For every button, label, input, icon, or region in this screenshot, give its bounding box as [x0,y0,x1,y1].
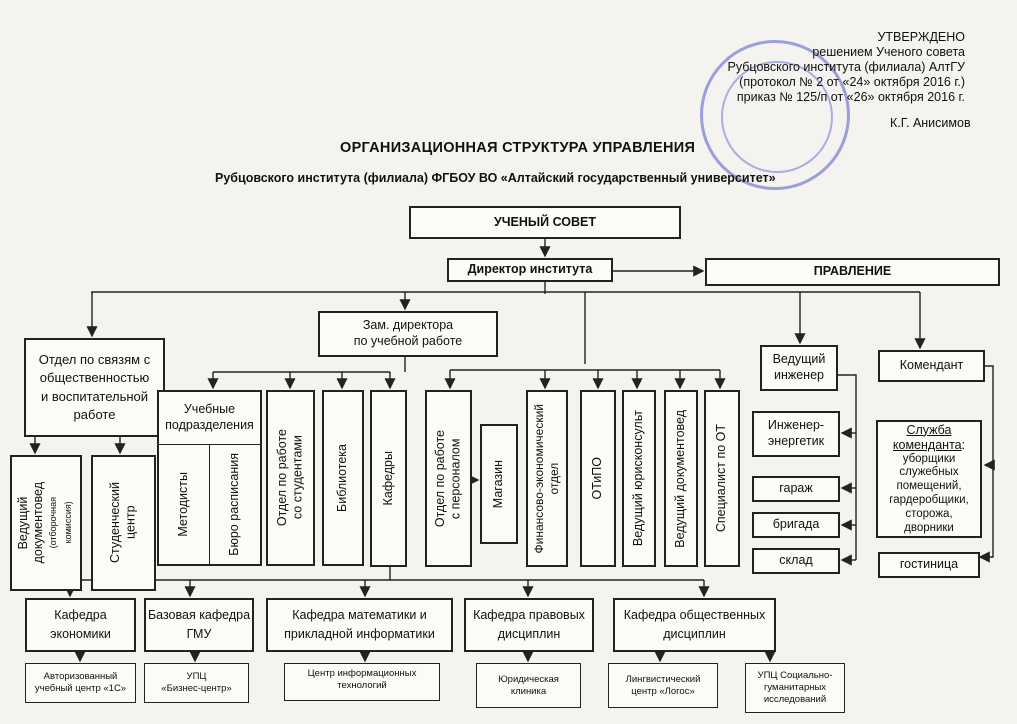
node-library[interactable]: Библиотека [322,390,364,566]
node-departments[interactable]: Кафедры [370,390,407,567]
approval-line: Рубцовского института (филиала) АлтГУ [727,60,965,74]
node-center-humanities[interactable]: УПЦ Социально- гуманитарных исследований [745,663,845,713]
node-center-legal-clinic[interactable]: Юридическая клиника [476,663,581,708]
node-power-engineer[interactable]: Инженер- энергетик [752,411,840,457]
node-garage[interactable]: гараж [752,476,840,502]
node-schedule-bureau[interactable]: Бюро расписания [227,453,242,556]
node-center-logos[interactable]: Лингвистический центр «Логос» [608,663,718,708]
node-council[interactable]: УЧЕНЫЙ СОВЕТ [409,206,681,239]
node-center-business[interactable]: УПЦ «Бизнес-центр» [144,663,249,703]
node-director[interactable]: Директор института [447,258,613,282]
node-center-it[interactable]: Центр информационных технологий [284,663,440,701]
node-pr-department[interactable]: Отдел по связям с общественностью и восп… [24,338,165,437]
node-commandant-service[interactable]: Служба коменданта: уборщики служебных по… [876,420,982,538]
node-methodists[interactable]: Методисты [159,445,210,564]
node-brigade[interactable]: бригада [752,512,840,538]
signature-name: К.Г. Анисимов [890,116,971,130]
node-warehouse[interactable]: склад [752,548,840,574]
node-chair-gmu[interactable]: Базовая кафедра ГМУ [144,598,254,652]
node-safety-specialist[interactable]: Специалист по ОТ [704,390,740,567]
approval-line: УТВЕРЖДЕНО [877,30,965,44]
approval-line: решением Ученого совета [812,45,965,59]
node-lead-engineer[interactable]: Ведущий инженер [760,345,838,391]
node-chair-social[interactable]: Кафедра общественных дисциплин [613,598,776,652]
node-center-1c[interactable]: Авторизованный учебный центр «1С» [25,663,136,703]
node-chair-law[interactable]: Кафедра правовых дисциплин [464,598,594,652]
node-lead-lawyer[interactable]: Ведущий юрисконсульт [622,390,656,567]
node-lead-documentologist[interactable]: Ведущий документовед (отборочная комисси… [10,455,82,591]
node-deputy-director[interactable]: Зам. директора по учебной работе [318,311,498,357]
page-title: ОРГАНИЗАЦИОННАЯ СТРУКТУРА УПРАВЛЕНИЯ [340,140,696,156]
node-student-center[interactable]: Студенческий центр [91,455,156,591]
node-otipo[interactable]: ОТиПО [580,390,616,567]
node-educational-units[interactable]: Учебные подразделения Методисты Бюро рас… [157,390,262,566]
seal-stamp [700,40,850,190]
approval-line: приказ № 125/п от «26» октября 2016 г. [736,90,965,104]
page-subtitle: Рубцовского института (филиала) ФГБОУ ВО… [215,171,776,185]
approval-line: (протокол № 2 от «24» октября 2016 г.) [739,75,965,89]
node-hotel[interactable]: гостиница [878,552,980,578]
node-lead-docmanager[interactable]: Ведущий документовед [664,390,698,567]
node-chair-economics[interactable]: Кафедра экономики [25,598,136,652]
node-chair-math[interactable]: Кафедра математики и прикладной информат… [266,598,453,652]
node-commandant[interactable]: Комендант [878,350,985,382]
node-board[interactable]: ПРАВЛЕНИЕ [705,258,1000,286]
node-shop[interactable]: Магазин [480,424,518,544]
approval-block: УТВЕРЖДЕНО решением Ученого совета Рубцо… [728,30,965,105]
